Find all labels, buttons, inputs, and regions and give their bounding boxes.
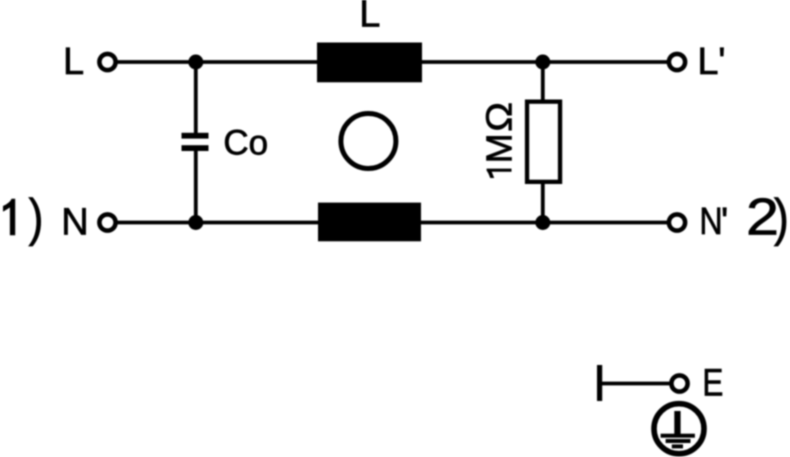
svg-text:Ω: Ω (479, 102, 520, 132)
svg-text:': ' (721, 201, 728, 243)
svg-text:L: L (63, 41, 84, 83)
svg-text:Co: Co (223, 124, 268, 163)
svg-text:N: N (699, 201, 722, 243)
svg-text:L: L (697, 41, 718, 83)
svg-text:2: 2 (746, 189, 779, 247)
svg-text:N: N (61, 201, 88, 243)
svg-text:E: E (702, 363, 723, 405)
svg-text:L: L (359, 0, 380, 36)
svg-text:': ' (718, 41, 725, 83)
svg-text:): ) (774, 189, 789, 247)
svg-text:M: M (479, 133, 520, 163)
svg-text:): ) (29, 189, 44, 247)
